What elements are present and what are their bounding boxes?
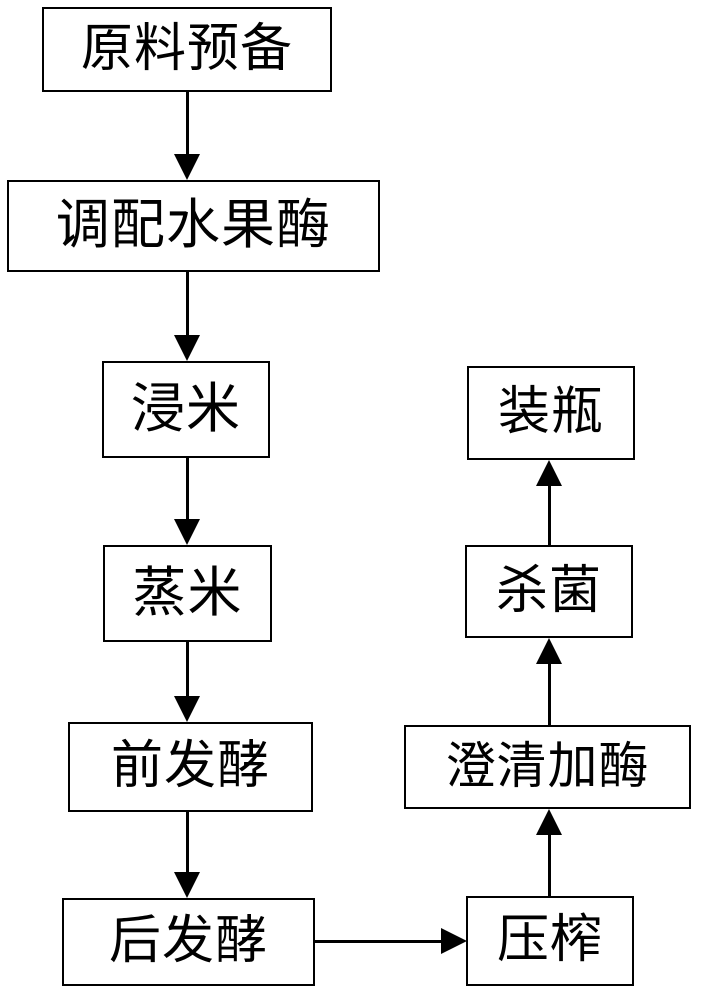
edge-raw-material-prep-to-blend-fruit-enzyme-arrowhead <box>174 154 200 180</box>
node-secondary-fermentation[interactable]: 后发酵 <box>62 898 315 986</box>
node-steam-rice[interactable]: 蒸米 <box>103 545 272 642</box>
edge-primary-fermentation-to-secondary-fermentation-line <box>186 812 189 873</box>
node-bottling[interactable]: 装瓶 <box>467 366 635 460</box>
node-soak-rice[interactable]: 浸米 <box>102 361 270 458</box>
edge-pressing-to-clarify-add-enzyme-arrowhead <box>536 809 562 835</box>
edge-sterilization-to-bottling-line <box>548 486 551 546</box>
node-label: 装瓶 <box>497 382 605 442</box>
edge-blend-fruit-enzyme-to-soak-rice-arrowhead <box>174 335 200 361</box>
node-clarify-add-enzyme[interactable]: 澄清加酶 <box>404 725 691 809</box>
node-blend-fruit-enzyme[interactable]: 调配水果酶 <box>7 180 380 272</box>
node-sterilization[interactable]: 杀菌 <box>465 545 633 638</box>
node-pressing[interactable]: 压榨 <box>466 896 634 986</box>
node-label: 澄清加酶 <box>445 737 650 795</box>
edge-soak-rice-to-steam-rice-line <box>186 458 189 520</box>
edge-primary-fermentation-to-secondary-fermentation-arrowhead <box>174 872 200 898</box>
node-label: 调配水果酶 <box>55 193 332 256</box>
node-primary-fermentation[interactable]: 前发酵 <box>68 722 313 812</box>
edge-pressing-to-clarify-add-enzyme-line <box>548 835 551 897</box>
node-label: 杀菌 <box>495 560 603 621</box>
node-label: 压榨 <box>496 910 604 970</box>
edge-secondary-fermentation-to-pressing-line <box>315 940 442 943</box>
node-raw-material-prep[interactable]: 原料预备 <box>42 7 332 92</box>
edge-clarify-add-enzyme-to-sterilization-arrowhead <box>536 638 562 664</box>
edge-sterilization-to-bottling-arrowhead <box>536 460 562 486</box>
edge-blend-fruit-enzyme-to-soak-rice-line <box>186 272 189 336</box>
node-label: 原料预备 <box>80 18 294 79</box>
node-label: 蒸米 <box>132 560 243 624</box>
edge-soak-rice-to-steam-rice-arrowhead <box>174 519 200 545</box>
node-label: 前发酵 <box>110 736 271 796</box>
edge-steam-rice-to-primary-fermentation-arrowhead <box>174 696 200 722</box>
edge-secondary-fermentation-to-pressing-arrowhead <box>441 928 467 954</box>
edge-clarify-add-enzyme-to-sterilization-line <box>548 664 551 726</box>
node-label: 后发酵 <box>108 911 269 971</box>
node-label: 浸米 <box>130 376 242 440</box>
edge-steam-rice-to-primary-fermentation-line <box>186 642 189 697</box>
edge-raw-material-prep-to-blend-fruit-enzyme-line <box>186 92 189 155</box>
